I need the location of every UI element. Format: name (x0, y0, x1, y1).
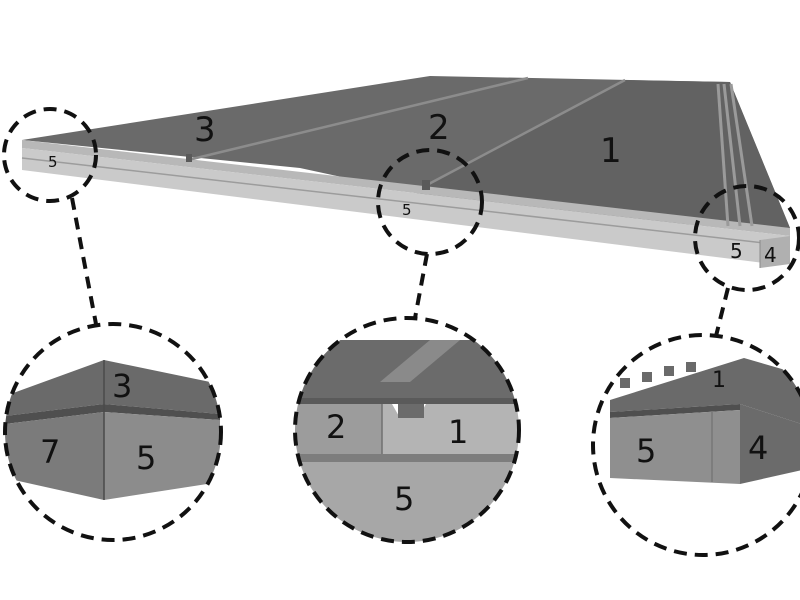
callout-circle-right (693, 184, 800, 292)
panel-label-2: 2 (428, 108, 450, 148)
detail-left-label-7: 7 (40, 433, 60, 471)
end-groove-1 (716, 83, 730, 227)
leader-right (714, 287, 730, 337)
panel-label-1: 1 (600, 131, 622, 171)
detail-circle-center (293, 316, 521, 544)
edge-label-right-5: 5 (730, 239, 743, 263)
callout-circle-left (2, 107, 98, 203)
detail-circle-left (3, 322, 223, 542)
detail-left (5, 360, 220, 500)
panel-label-3: 3 (194, 110, 216, 150)
callout-circle-center (376, 148, 484, 256)
detail-left-label-5: 5 (136, 439, 156, 477)
end-groove-3 (729, 83, 754, 227)
joint-2-1 (424, 78, 626, 188)
end-groove-2 (722, 83, 742, 227)
detail-right (593, 335, 800, 555)
main-panel-view: 3 2 1 5 5 5 4 (2, 76, 800, 292)
panel-1-top (425, 80, 790, 228)
detail-center-label-1: 1 (448, 413, 468, 451)
detail-center (295, 318, 519, 542)
edge-label-left-5: 5 (48, 153, 58, 171)
edge-label-center-5: 5 (402, 201, 412, 219)
detail-center-label-5: 5 (394, 480, 414, 518)
panel-edge-groove (21, 157, 791, 247)
detail-right-label-4: 4 (748, 429, 768, 467)
detail-center-label-2: 2 (326, 408, 346, 446)
panel-end-face (760, 236, 790, 268)
panel-edge-lip (22, 140, 790, 236)
detail-circle-right (591, 333, 800, 557)
panel-front-edge (22, 148, 790, 264)
joint-3-2 (187, 76, 529, 162)
edge-label-right-4: 4 (764, 243, 777, 267)
detail-left-label-3: 3 (112, 367, 132, 405)
leader-left (70, 197, 98, 325)
detail-right-label-1: 1 (712, 368, 726, 393)
detail-right-label-5: 5 (636, 432, 656, 470)
leader-center (413, 253, 429, 319)
